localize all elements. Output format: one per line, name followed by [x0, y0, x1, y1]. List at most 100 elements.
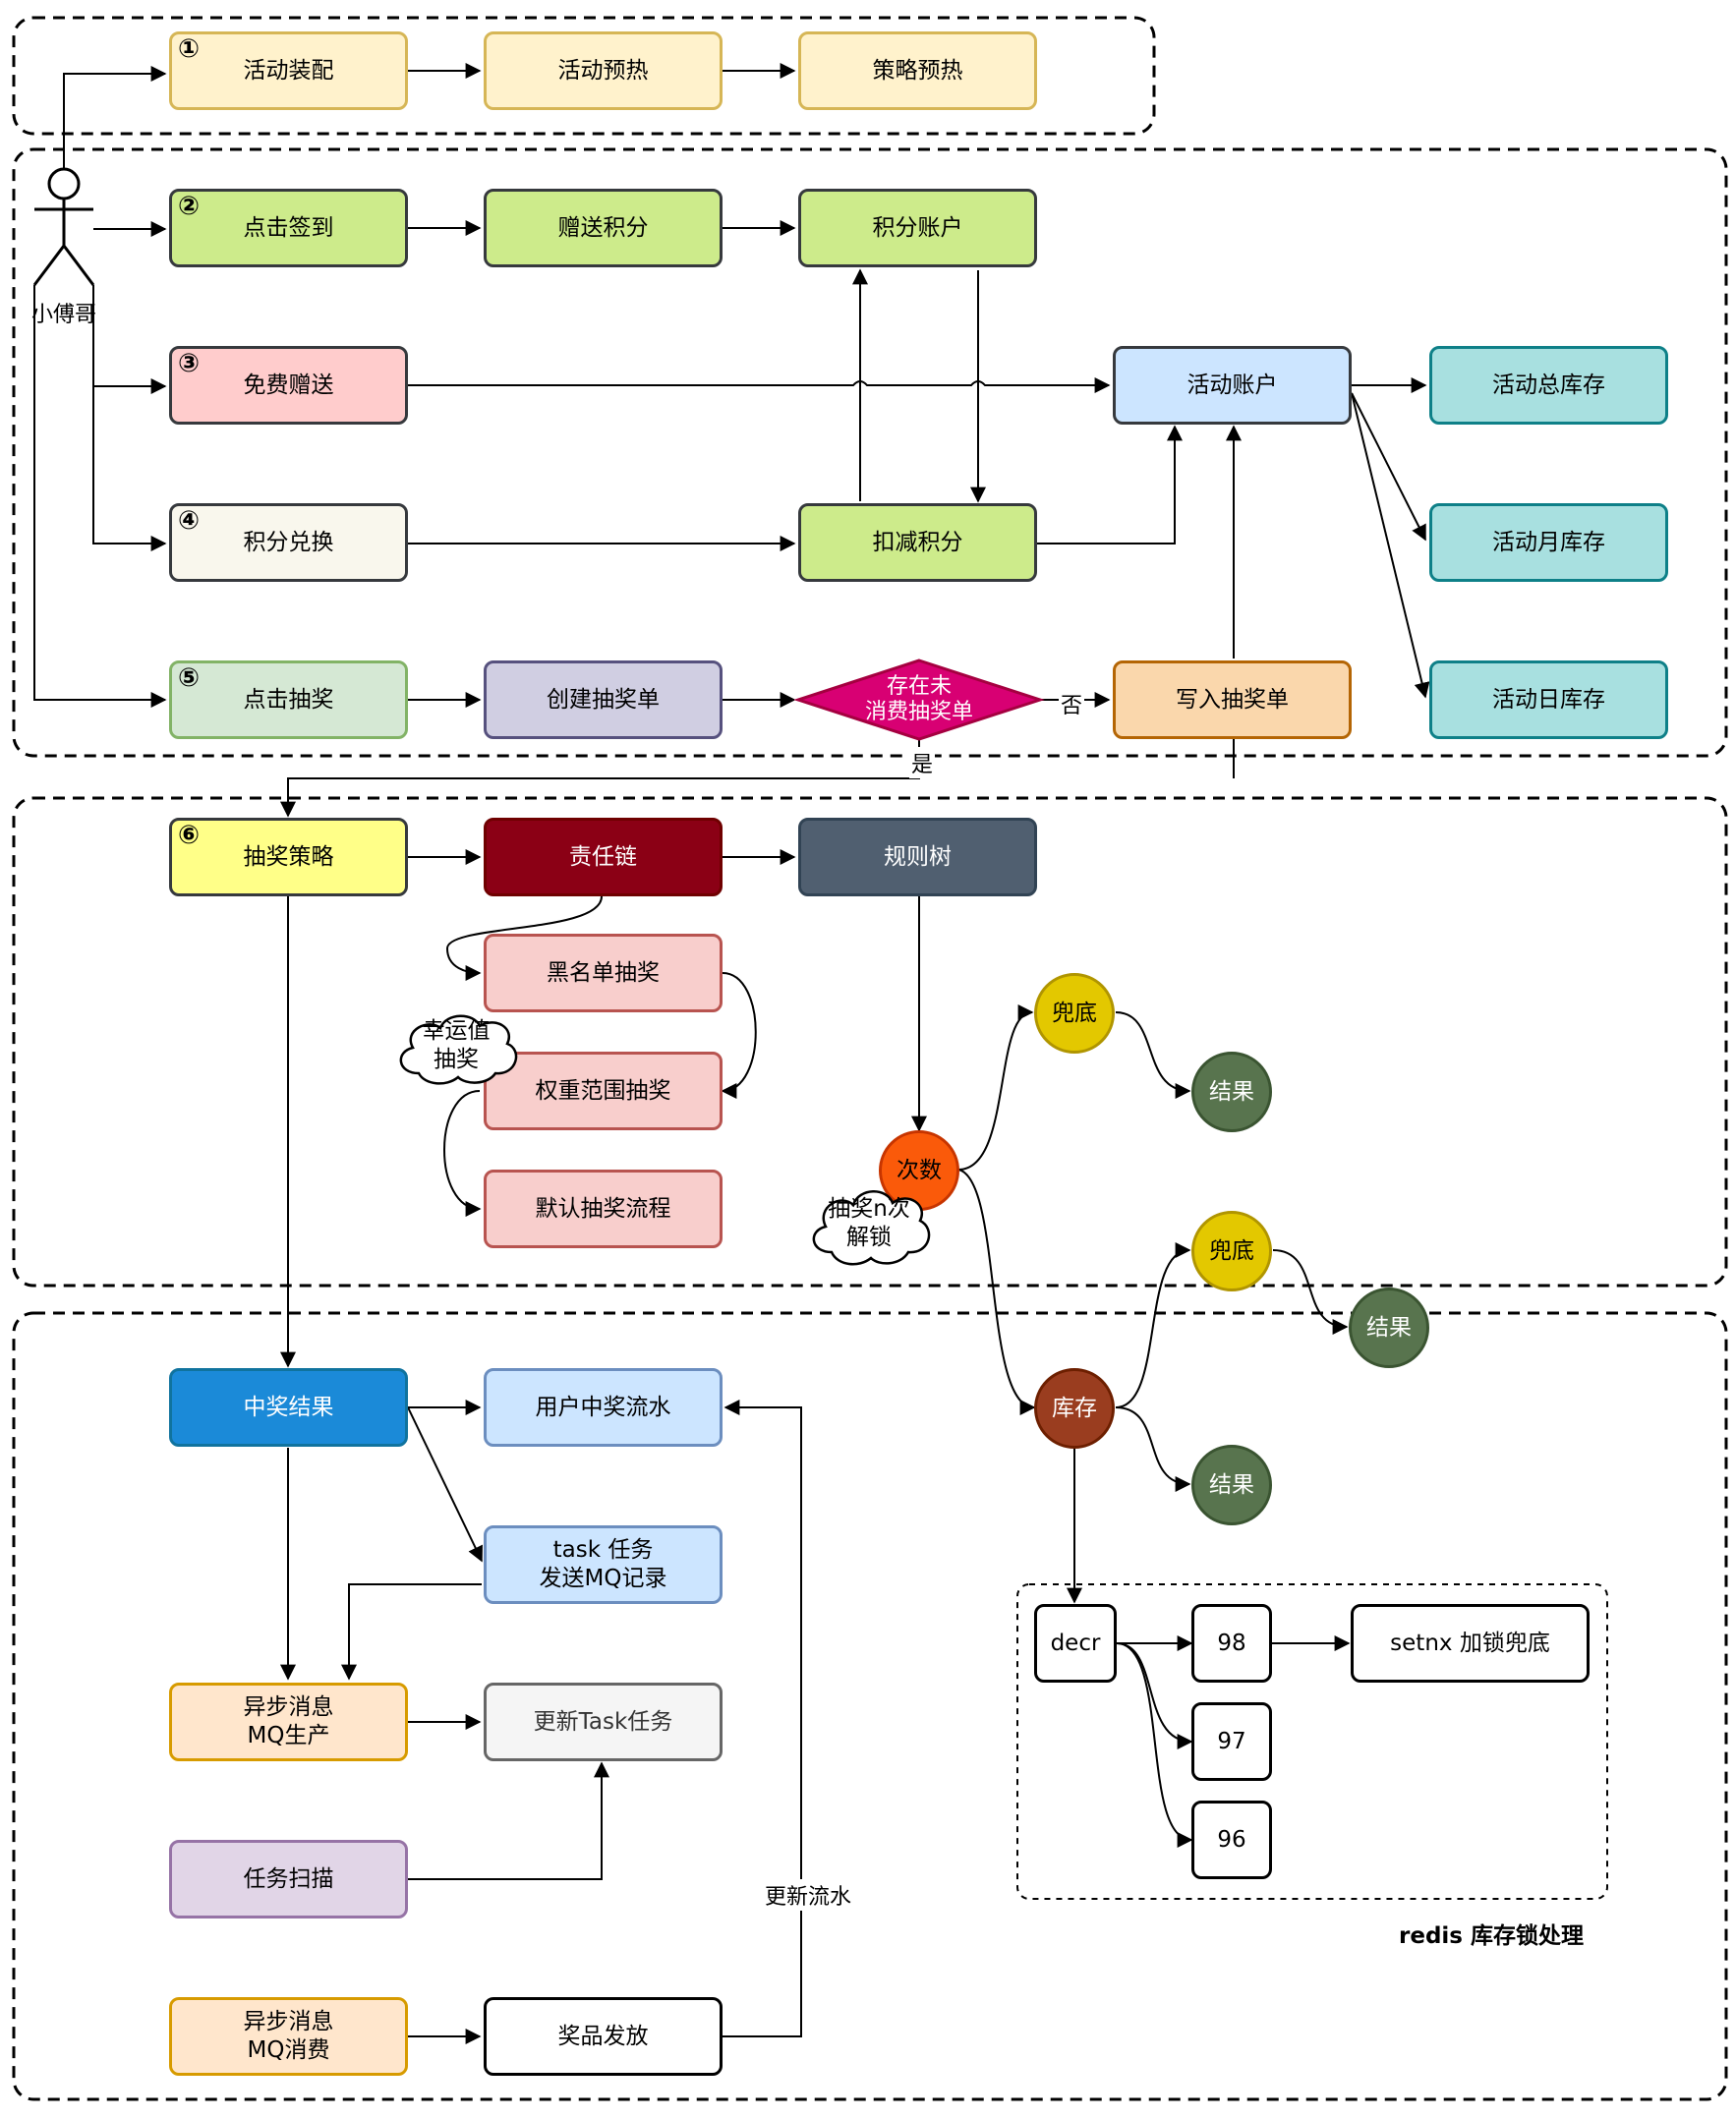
step-1-badge: ① — [178, 34, 201, 64]
weight-draw-node[interactable]: 权重范围抽奖 — [484, 1052, 723, 1130]
setnx-label: setnx 加锁兜底 — [1390, 1630, 1550, 1656]
decision-diamond — [793, 659, 1045, 741]
edge-label-no: 否 — [1058, 688, 1085, 719]
edge-dispatch-flow — [723, 1400, 802, 2037]
async-mq-produce-node[interactable]: 异步消息 MQ生产 — [169, 1683, 408, 1761]
count-node[interactable]: 次数 — [879, 1130, 959, 1211]
blacklist-draw-label: 黑名单抽奖 — [547, 959, 660, 986]
task-scan-node[interactable]: 任务扫描 — [169, 1840, 408, 1919]
value-96-label: 96 — [1217, 1826, 1246, 1853]
result-3-node[interactable]: 结果 — [1191, 1445, 1272, 1525]
gift-points-node[interactable]: 赠送积分 — [484, 189, 723, 267]
redis-group-title: redis 库存锁处理 — [1399, 1923, 1584, 1949]
edge-task-mqproduce — [341, 1583, 482, 1681]
chain-node[interactable]: 责任链 — [484, 818, 723, 896]
result-2-node[interactable]: 结果 — [1349, 1288, 1429, 1368]
cloud-shape-2 — [812, 1190, 931, 1266]
prize-dispatch-node[interactable]: 奖品发放 — [484, 1997, 723, 2076]
async-mq-produce-label: 异步消息 MQ生产 — [243, 1694, 334, 1748]
decr-node[interactable]: decr — [1034, 1604, 1117, 1683]
edge-free-account — [408, 377, 1111, 393]
task-scan-label: 任务扫描 — [243, 1865, 334, 1892]
strategy-preheat-label: 策略预热 — [872, 57, 963, 84]
points-exchange-label: 积分兑换 — [243, 529, 334, 555]
activity-assembly-node[interactable]: ① 活动装配 — [169, 31, 408, 110]
activity-total-stock-node[interactable]: 活动总库存 — [1429, 346, 1668, 425]
free-gift-node[interactable]: ③ 免费赠送 — [169, 346, 408, 425]
update-task-label: 更新Task任务 — [533, 1708, 673, 1735]
strategy-preheat-node[interactable]: 策略预热 — [798, 31, 1037, 110]
blacklist-draw-node[interactable]: 黑名单抽奖 — [484, 934, 723, 1012]
activity-month-stock-node[interactable]: 活动月库存 — [1429, 503, 1668, 582]
activity-day-stock-label: 活动日库存 — [1492, 686, 1605, 713]
setnx-node[interactable]: setnx 加锁兜底 — [1351, 1604, 1590, 1683]
edge-account-day — [1351, 392, 1430, 699]
update-task-node[interactable]: 更新Task任务 — [484, 1683, 723, 1761]
draw-strategy-label: 抽奖策略 — [243, 843, 334, 870]
group-redis — [1016, 1583, 1608, 1900]
group-award — [12, 1311, 1728, 2101]
edge-actor-free — [92, 285, 167, 394]
win-result-node[interactable]: 中奖结果 — [169, 1368, 408, 1447]
create-order-label: 创建抽奖单 — [547, 686, 660, 713]
activity-account-label: 活动账户 — [1186, 372, 1278, 398]
points-account-node[interactable]: 积分账户 — [798, 189, 1037, 267]
edge-label-yes: 是 — [908, 747, 936, 778]
write-order-node[interactable]: 写入抽奖单 — [1113, 660, 1352, 739]
fallback-1-node[interactable]: 兜底 — [1034, 973, 1115, 1054]
task-mq-record-node[interactable]: task 任务 发送MQ记录 — [484, 1525, 723, 1604]
value-98-node[interactable]: 98 — [1191, 1604, 1272, 1683]
stock-label: 库存 — [1052, 1395, 1097, 1421]
edge-label-update-flow: 更新流水 — [762, 1879, 854, 1911]
deduct-points-label: 扣减积分 — [872, 529, 963, 555]
rule-tree-node[interactable]: 规则树 — [798, 818, 1037, 896]
lucky-value-cloud: 幸运值 抽奖 — [389, 1004, 523, 1087]
actor-name: 小傅哥 — [30, 303, 97, 327]
count-label: 次数 — [897, 1157, 942, 1183]
stock-node[interactable]: 库存 — [1034, 1368, 1115, 1449]
edge-decr-96 — [1116, 1642, 1193, 1848]
edge-fallback2-result2 — [1272, 1249, 1349, 1335]
click-signin-node[interactable]: ② 点击签到 — [169, 189, 408, 267]
result-1-node[interactable]: 结果 — [1191, 1052, 1272, 1132]
default-draw-node[interactable]: 默认抽奖流程 — [484, 1170, 723, 1248]
unconsumed-order-decision[interactable]: 存在未 消费抽奖单 — [845, 666, 993, 733]
value-96-node[interactable]: 96 — [1191, 1801, 1272, 1879]
edge-weight-default — [443, 1090, 482, 1217]
activity-month-stock-label: 活动月库存 — [1492, 529, 1605, 555]
edge-deduct-account — [1037, 425, 1183, 544]
value-98-label: 98 — [1217, 1630, 1246, 1656]
result-3-label: 结果 — [1209, 1471, 1254, 1498]
fallback-2-node[interactable]: 兜底 — [1191, 1211, 1272, 1291]
step-3-badge: ③ — [178, 349, 201, 378]
unlock-cloud: 抽奖n次 解锁 — [802, 1179, 936, 1268]
points-account-label: 积分账户 — [872, 214, 963, 241]
result-1-label: 结果 — [1209, 1078, 1254, 1105]
click-draw-label: 点击抽奖 — [243, 686, 334, 713]
edge-account-month — [1351, 392, 1426, 542]
deduct-points-node[interactable]: 扣减积分 — [798, 503, 1037, 582]
user-win-flow-node[interactable]: 用户中奖流水 — [484, 1368, 723, 1447]
step-6-badge: ⑥ — [178, 821, 201, 850]
points-exchange-node[interactable]: ④ 积分兑换 — [169, 503, 408, 582]
edge-blacklist-weight — [721, 972, 757, 1099]
edge-actor-draw — [33, 285, 167, 708]
gift-points-label: 赠送积分 — [557, 214, 649, 241]
activity-preheat-node[interactable]: 活动预热 — [484, 31, 723, 110]
value-97-node[interactable]: 97 — [1191, 1702, 1272, 1781]
group-assembly — [12, 16, 1156, 136]
draw-strategy-node[interactable]: ⑥ 抽奖策略 — [169, 818, 408, 896]
click-draw-node[interactable]: ⑤ 点击抽奖 — [169, 660, 408, 739]
result-2-label: 结果 — [1366, 1314, 1412, 1341]
group-strategy — [12, 796, 1728, 1288]
unlock-label: 抽奖n次 解锁 — [828, 1196, 910, 1250]
activity-account-node[interactable]: 活动账户 — [1113, 346, 1352, 425]
step-4-badge: ④ — [178, 506, 201, 536]
activity-preheat-label: 活动预热 — [557, 57, 649, 84]
activity-day-stock-node[interactable]: 活动日库存 — [1429, 660, 1668, 739]
create-order-node[interactable]: 创建抽奖单 — [484, 660, 723, 739]
fallback-2-label: 兜底 — [1209, 1237, 1254, 1264]
actor-figure — [32, 167, 95, 286]
edge-decr-97 — [1116, 1642, 1193, 1749]
async-mq-consume-node[interactable]: 异步消息 MQ消费 — [169, 1997, 408, 2076]
